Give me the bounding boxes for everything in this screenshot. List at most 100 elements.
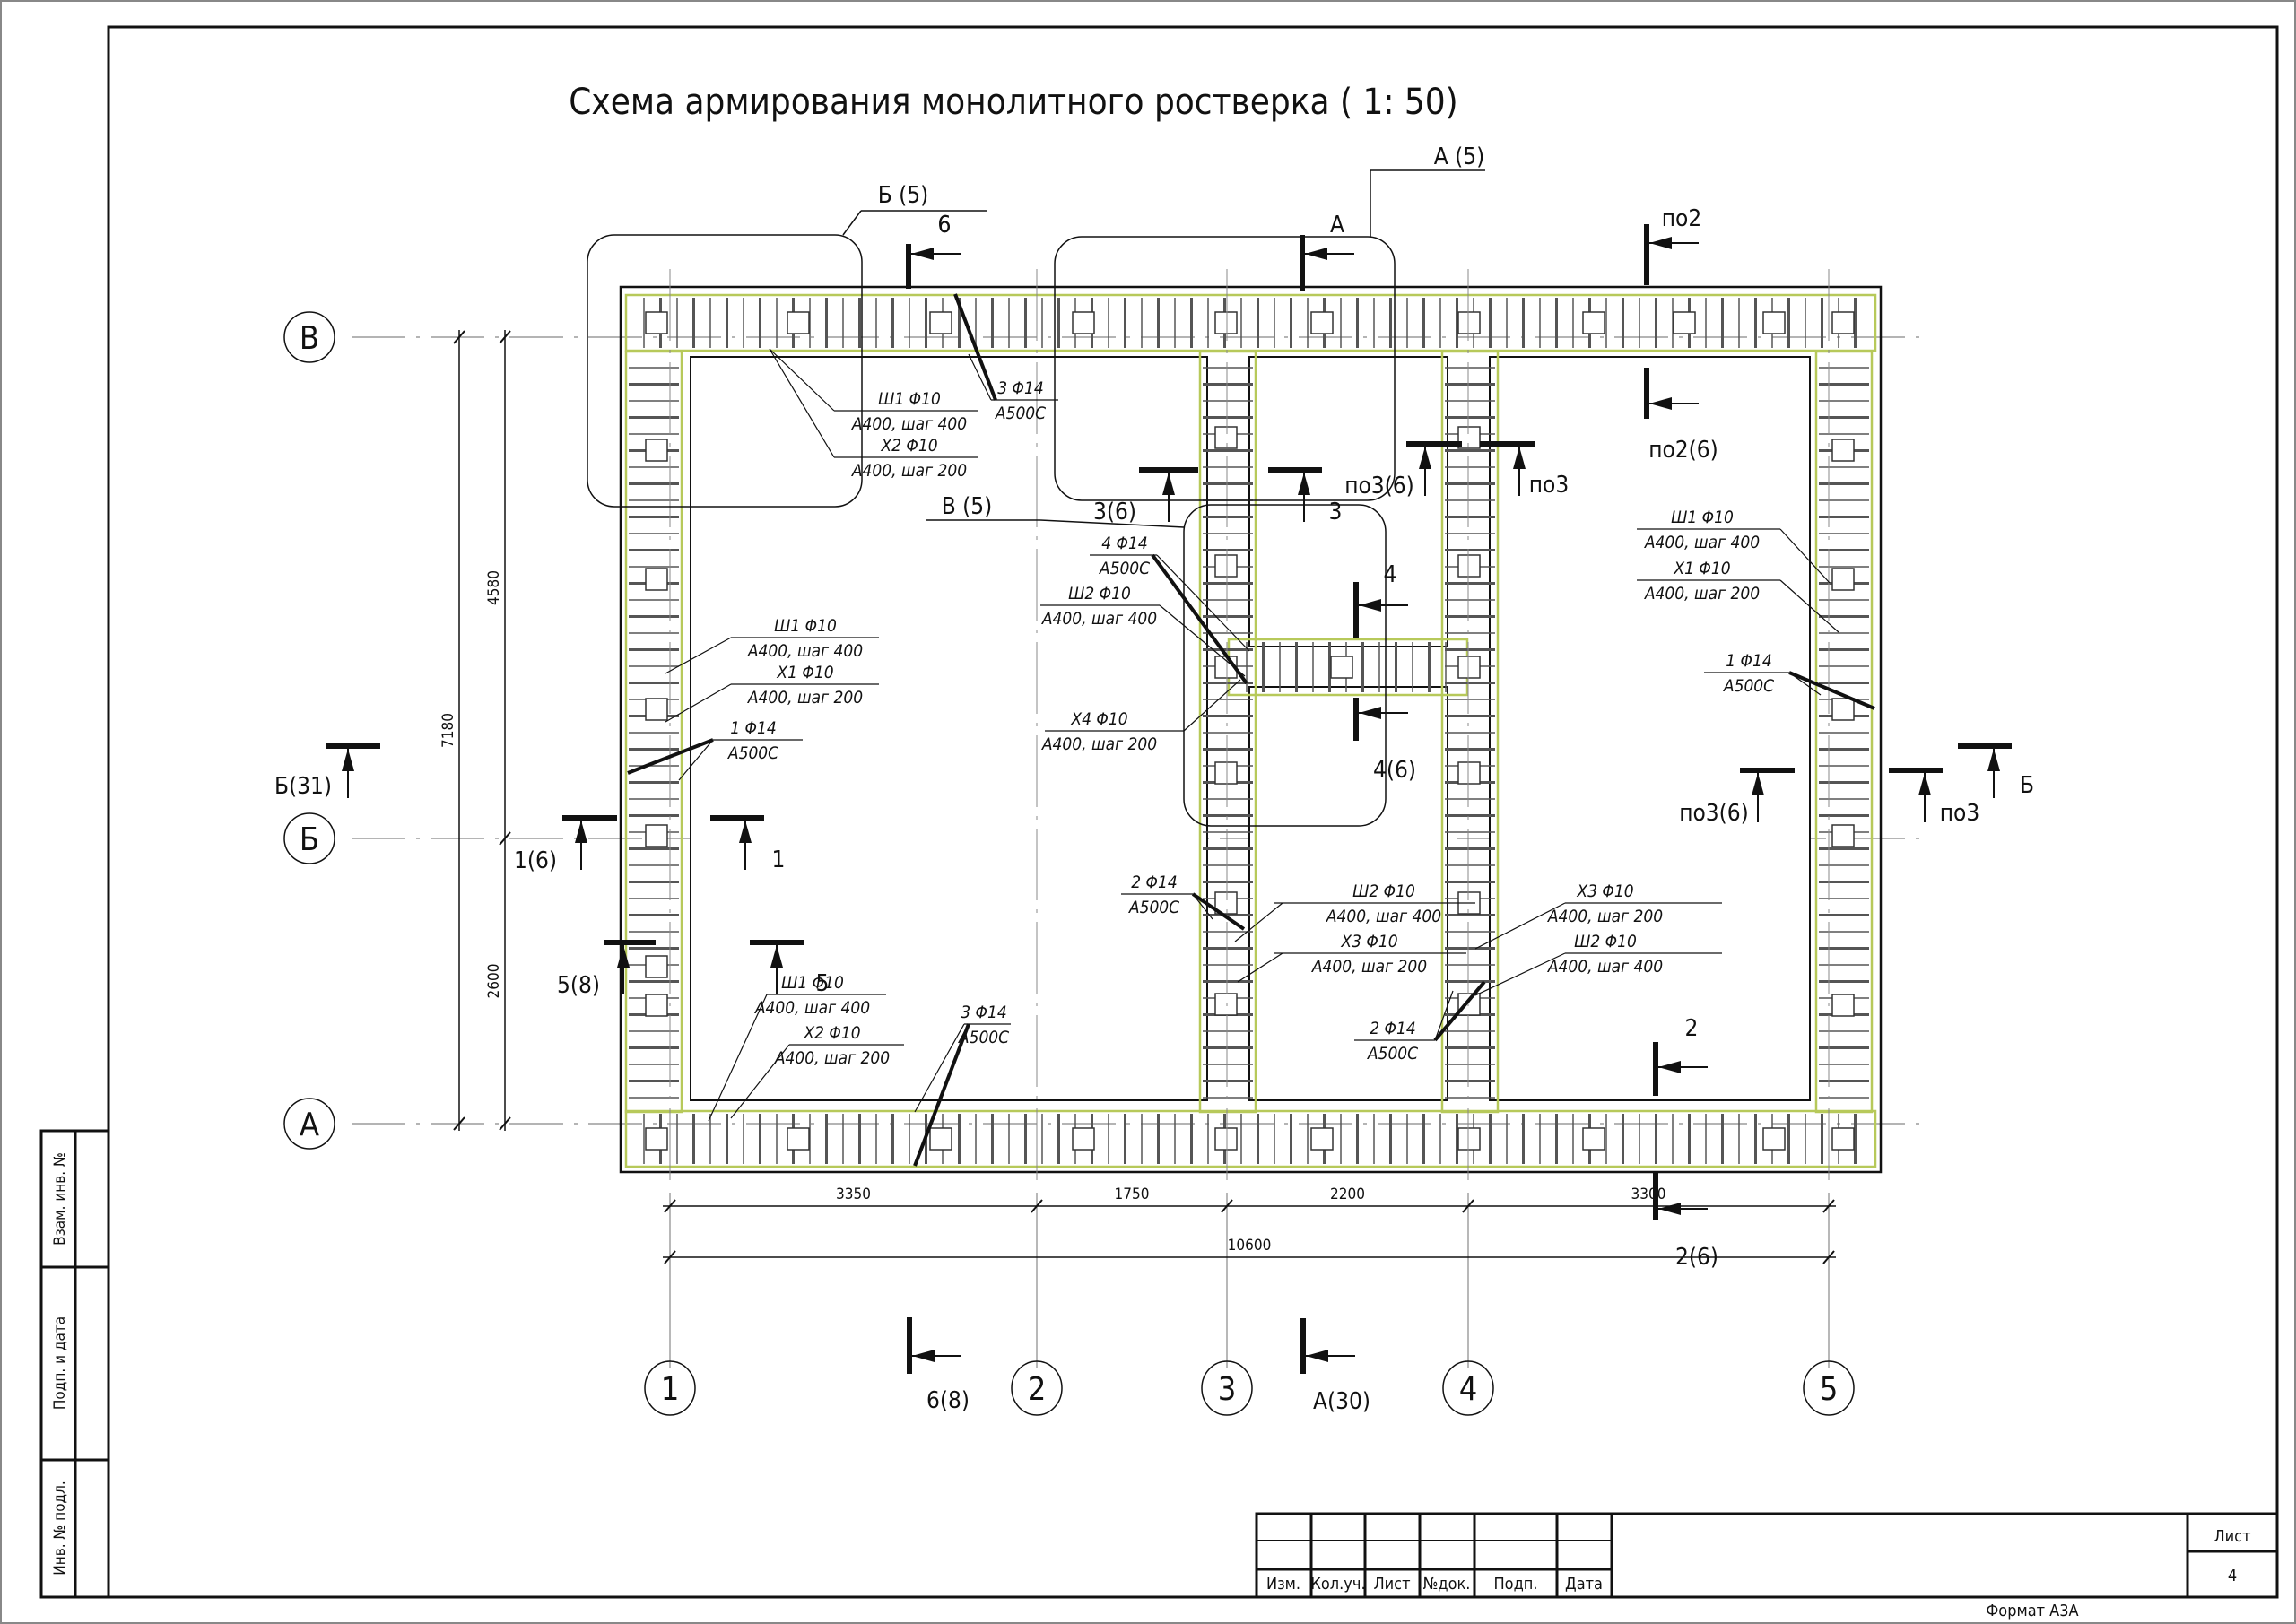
pile — [929, 311, 952, 334]
node-b5-leader — [842, 210, 862, 236]
callout-line1: Ш1 Φ10 — [1671, 508, 1734, 527]
section-b31 — [326, 743, 380, 798]
tb-col-ndok: №док. — [1423, 1575, 1471, 1594]
pile — [1831, 1127, 1855, 1151]
pile — [1214, 554, 1238, 578]
dim-tick — [499, 831, 511, 846]
pile — [645, 698, 668, 721]
side-stamp: Взам. инв. № Подп. и дата Инв. № подл. — [39, 1129, 110, 1599]
pile — [645, 568, 668, 591]
section-arrow-head — [342, 749, 354, 771]
dim-value-h-3: 3300 — [1631, 1185, 1666, 1203]
dim-tick — [1822, 1250, 1835, 1264]
section-label-b31: Б(31) — [274, 773, 332, 800]
section-label-s3: 3 — [1329, 499, 1343, 525]
axis-bubble-h-2 — [283, 1098, 335, 1150]
section-1-left — [562, 815, 617, 870]
tb-col-podp: Подп. — [1493, 1575, 1537, 1594]
callout-line1: Х3 Φ10 — [1340, 932, 1397, 951]
callout-line1: Х2 Φ10 — [803, 1023, 860, 1043]
section-arrow-head — [1359, 707, 1381, 719]
axis-label-5: 5 — [1820, 1371, 1839, 1408]
section-arrow-head — [770, 945, 783, 968]
callout-bar-mark — [1433, 980, 1486, 1042]
section-label-s4_6: 4(6) — [1373, 757, 1416, 784]
callout-leader — [769, 348, 835, 458]
dim-value-v-total: 7180 — [439, 713, 457, 748]
dim-tick — [1822, 1199, 1835, 1213]
node-b5-sub: 6 — [938, 212, 952, 239]
section-po3-left — [1406, 441, 1462, 496]
section-label-s5: 5 — [816, 970, 830, 997]
section-label-s6: 6 — [938, 212, 952, 239]
section-label-s2_6: 2(6) — [1675, 1244, 1718, 1271]
section-arrow-head — [1306, 1350, 1328, 1362]
callout-line2: А400, шаг 200 — [1041, 734, 1157, 754]
callout-line2: А400, шаг 400 — [747, 641, 863, 661]
callout-line2: А400, шаг 200 — [747, 688, 863, 708]
dim-value-v-1: 2600 — [485, 964, 503, 999]
pile — [1831, 568, 1855, 591]
section-label-po3_6_top: по3(6) — [1344, 473, 1414, 499]
tb-sheet-number: 4 — [2228, 1567, 2237, 1585]
dim-tick — [499, 1116, 511, 1131]
opening-2 — [1248, 686, 1448, 1101]
callout-line2: А500С — [1128, 898, 1179, 917]
section-po2-top — [1644, 224, 1699, 285]
section-arrow-head — [617, 945, 630, 968]
section-5-right — [750, 940, 804, 994]
pile — [1831, 311, 1855, 334]
callout-line1: 1 Φ14 — [730, 718, 777, 738]
callout-bar-mark — [953, 293, 997, 401]
dim-tick — [664, 1199, 676, 1213]
section-arrow-head — [1752, 773, 1764, 795]
callout-line2: А400, шаг 200 — [1547, 907, 1663, 926]
section-label-s3_6: 3(6) — [1093, 499, 1136, 525]
callout-leader — [769, 348, 835, 412]
dim-tick — [1031, 1199, 1043, 1213]
axis-bubble-1 — [644, 1360, 696, 1416]
dim-tick — [1221, 1199, 1233, 1213]
section-po3-6-right — [1740, 768, 1795, 822]
section-arrow-head — [1658, 1061, 1681, 1073]
pile — [1762, 1127, 1786, 1151]
callout-leader — [1156, 554, 1250, 652]
opening-3 — [1489, 356, 1811, 1101]
callout-line1: Ш2 Φ10 — [1574, 932, 1637, 951]
section-6 — [906, 244, 961, 289]
callout-line1: Ш2 Φ10 — [1068, 584, 1131, 604]
pile — [1457, 761, 1481, 785]
callout-bar-mark — [1191, 892, 1246, 931]
callout-leader — [1183, 679, 1241, 732]
callout-leader — [1779, 528, 1831, 584]
node-a5-label: А (5) — [1434, 143, 1485, 170]
section-arrow-head — [1298, 473, 1310, 495]
pile — [1457, 554, 1481, 578]
callout-line2: А400, шаг 400 — [1041, 609, 1157, 629]
pile — [1310, 1127, 1334, 1151]
axis-label-h-1: Б — [300, 821, 319, 858]
section-arrow-head — [911, 248, 934, 260]
callout-line2: А400, шаг 200 — [774, 1048, 890, 1068]
callout-line1: Х1 Φ10 — [776, 663, 833, 682]
callout-line2: А500С — [958, 1028, 1009, 1047]
pile — [1072, 1127, 1095, 1151]
pile — [1214, 993, 1238, 1016]
pile — [645, 1127, 668, 1151]
pile — [645, 311, 668, 334]
pile — [1214, 1127, 1238, 1151]
tb-sheet-label: Лист — [2213, 1527, 2250, 1546]
callout-leader — [1159, 604, 1246, 677]
beam-axis-4-cage — [1440, 350, 1500, 1114]
callout-leader — [1434, 990, 1454, 1041]
section-arrow-head — [1649, 397, 1672, 410]
